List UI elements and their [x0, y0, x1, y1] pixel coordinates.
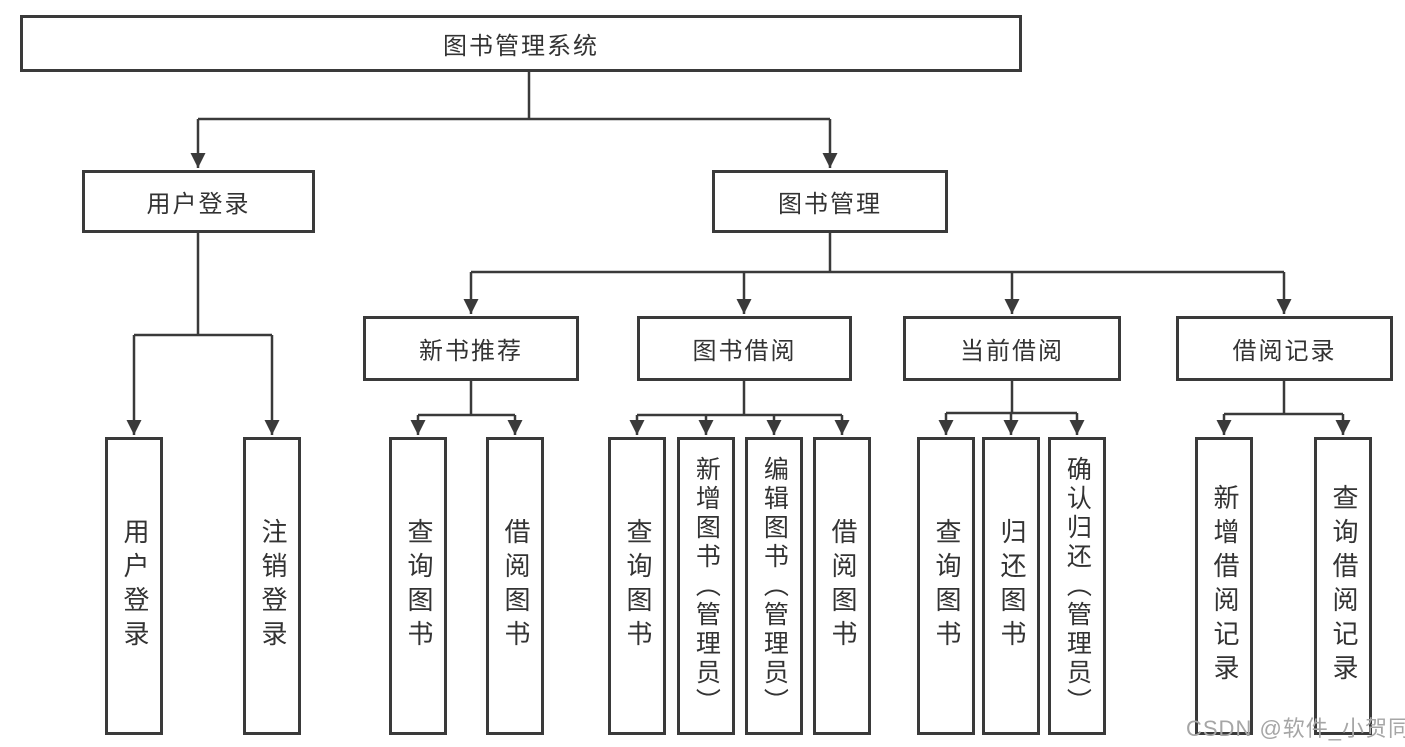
leaf-label: 新增借阅记录	[1209, 484, 1240, 688]
leaf-label: 新增图书（管理员）	[692, 455, 721, 717]
connector-trunk-lines	[134, 72, 1343, 417]
leaf-label: 查询图书	[931, 518, 962, 654]
node-user-login: 用户登录	[82, 170, 315, 233]
leaf-label: 查询图书	[622, 518, 653, 654]
csdn-watermark: CSDN @软件_小贺同学	[1186, 716, 1405, 741]
leaf-return-books: 归还图书	[982, 437, 1040, 735]
node-label: 图书借阅	[692, 338, 797, 365]
leaf-label: 注销登录	[257, 518, 288, 654]
node-label: 新书推荐	[419, 338, 523, 365]
leaf-borrow-books-borrowing: 借阅图书	[813, 437, 871, 735]
leaf-edit-book-admin: 编辑图书（管理员）	[745, 437, 803, 735]
leaf-label: 借阅图书	[827, 518, 858, 654]
node-library-management-system: 图书管理系统	[20, 15, 1022, 72]
leaf-query-books-borrowing: 查询图书	[608, 437, 666, 735]
leaf-label: 归还图书	[996, 518, 1027, 654]
leaf-label: 借阅图书	[500, 518, 531, 654]
node-label: 当前借阅	[960, 338, 1064, 365]
leaf-query-books-recommend: 查询图书	[389, 437, 447, 735]
leaf-add-borrow-record: 新增借阅记录	[1195, 437, 1253, 735]
leaf-user-login: 用户登录	[105, 437, 163, 735]
leaf-borrow-books-recommend: 借阅图书	[486, 437, 544, 735]
leaf-add-book-admin: 新增图书（管理员）	[677, 437, 735, 735]
node-label: 图书管理系统	[443, 33, 599, 60]
node-label: 图书管理	[778, 191, 882, 218]
node-book-management: 图书管理	[712, 170, 948, 233]
leaf-label: 查询借阅记录	[1328, 484, 1359, 688]
leaf-confirm-return-admin: 确认归还（管理员）	[1048, 437, 1106, 735]
node-label: 用户登录	[146, 191, 251, 218]
node-label: 借阅记录	[1232, 338, 1337, 365]
leaf-logout: 注销登录	[243, 437, 301, 735]
node-new-book-recommendation: 新书推荐	[363, 316, 579, 381]
connector-arrows	[126, 119, 1351, 435]
leaf-query-books-current: 查询图书	[917, 437, 975, 735]
leaf-query-borrow-record: 查询借阅记录	[1314, 437, 1372, 735]
node-borrowing-records: 借阅记录	[1176, 316, 1393, 381]
leaf-label: 用户登录	[119, 518, 150, 654]
leaf-label: 编辑图书（管理员）	[760, 455, 789, 717]
node-current-borrowing: 当前借阅	[903, 316, 1121, 381]
leaf-label: 查询图书	[403, 518, 434, 654]
node-book-borrowing: 图书借阅	[637, 316, 852, 381]
leaf-label: 确认归还（管理员）	[1063, 455, 1092, 717]
